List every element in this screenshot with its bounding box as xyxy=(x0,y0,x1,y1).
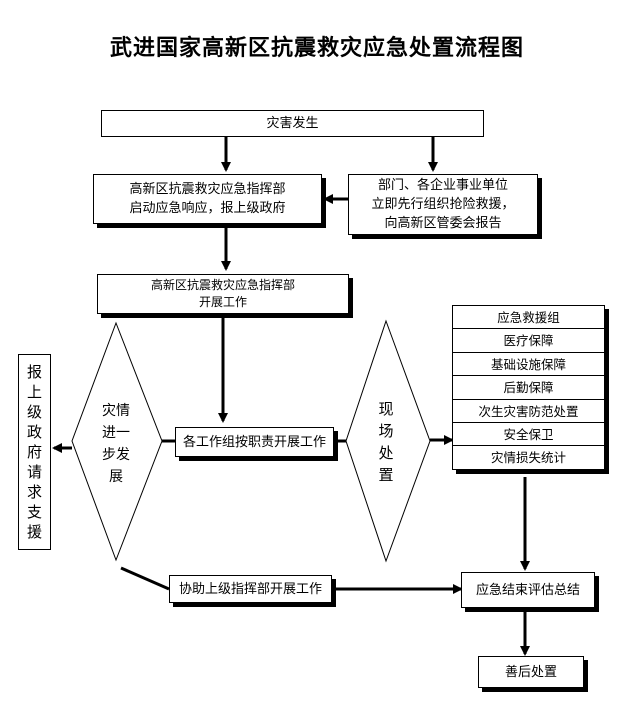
onsite-diamond xyxy=(345,319,431,563)
groups-duty-box: 各工作组按职责开展工作 xyxy=(175,427,334,457)
disaster-escalation-label: 灾情 进一 步发 展 xyxy=(102,403,130,485)
task-item: 应急救援组 xyxy=(453,306,604,330)
evaluation-box: 应急结束评估总结 xyxy=(461,572,595,608)
disaster-escalation-diamond xyxy=(71,321,163,562)
disaster-box: 灾害发生 xyxy=(101,110,484,137)
aftermath-box: 善后处置 xyxy=(478,656,584,688)
task-item: 基础设施保障 xyxy=(453,353,604,377)
tasks-list: 应急救援组 医疗保障 基础设施保障 后勤保障 次生灾害防范处置 安全保卫 灾情损… xyxy=(452,305,605,470)
task-item: 安全保卫 xyxy=(453,423,604,447)
onsite-label: 现 场 处 置 xyxy=(378,400,394,484)
task-item: 灾情损失统计 xyxy=(490,450,566,466)
line-diamond-to-assist xyxy=(120,566,170,591)
assist-box: 协助上级指挥部开展工作 xyxy=(169,575,332,603)
request-support-box: 报 上 级 政 府 请 求 支 援 xyxy=(18,354,51,550)
task-item: 医疗保障 xyxy=(453,329,604,353)
command-hq-box: 高新区抗震救灾应急指挥部 启动应急响应，报上级政府 xyxy=(93,174,322,224)
task-item: 次生灾害防范处置 xyxy=(453,400,604,423)
task-item: 后勤保障 xyxy=(453,376,604,400)
departments-box: 部门、各企业事业单位 立即先行组织抢险救援， 向高新区管委会报告 xyxy=(348,174,538,235)
page-title: 武进国家高新区抗震救灾应急处置流程图 xyxy=(109,35,524,61)
hq-work-box: 高新区抗震救灾应急指挥部 开展工作 xyxy=(97,274,349,314)
